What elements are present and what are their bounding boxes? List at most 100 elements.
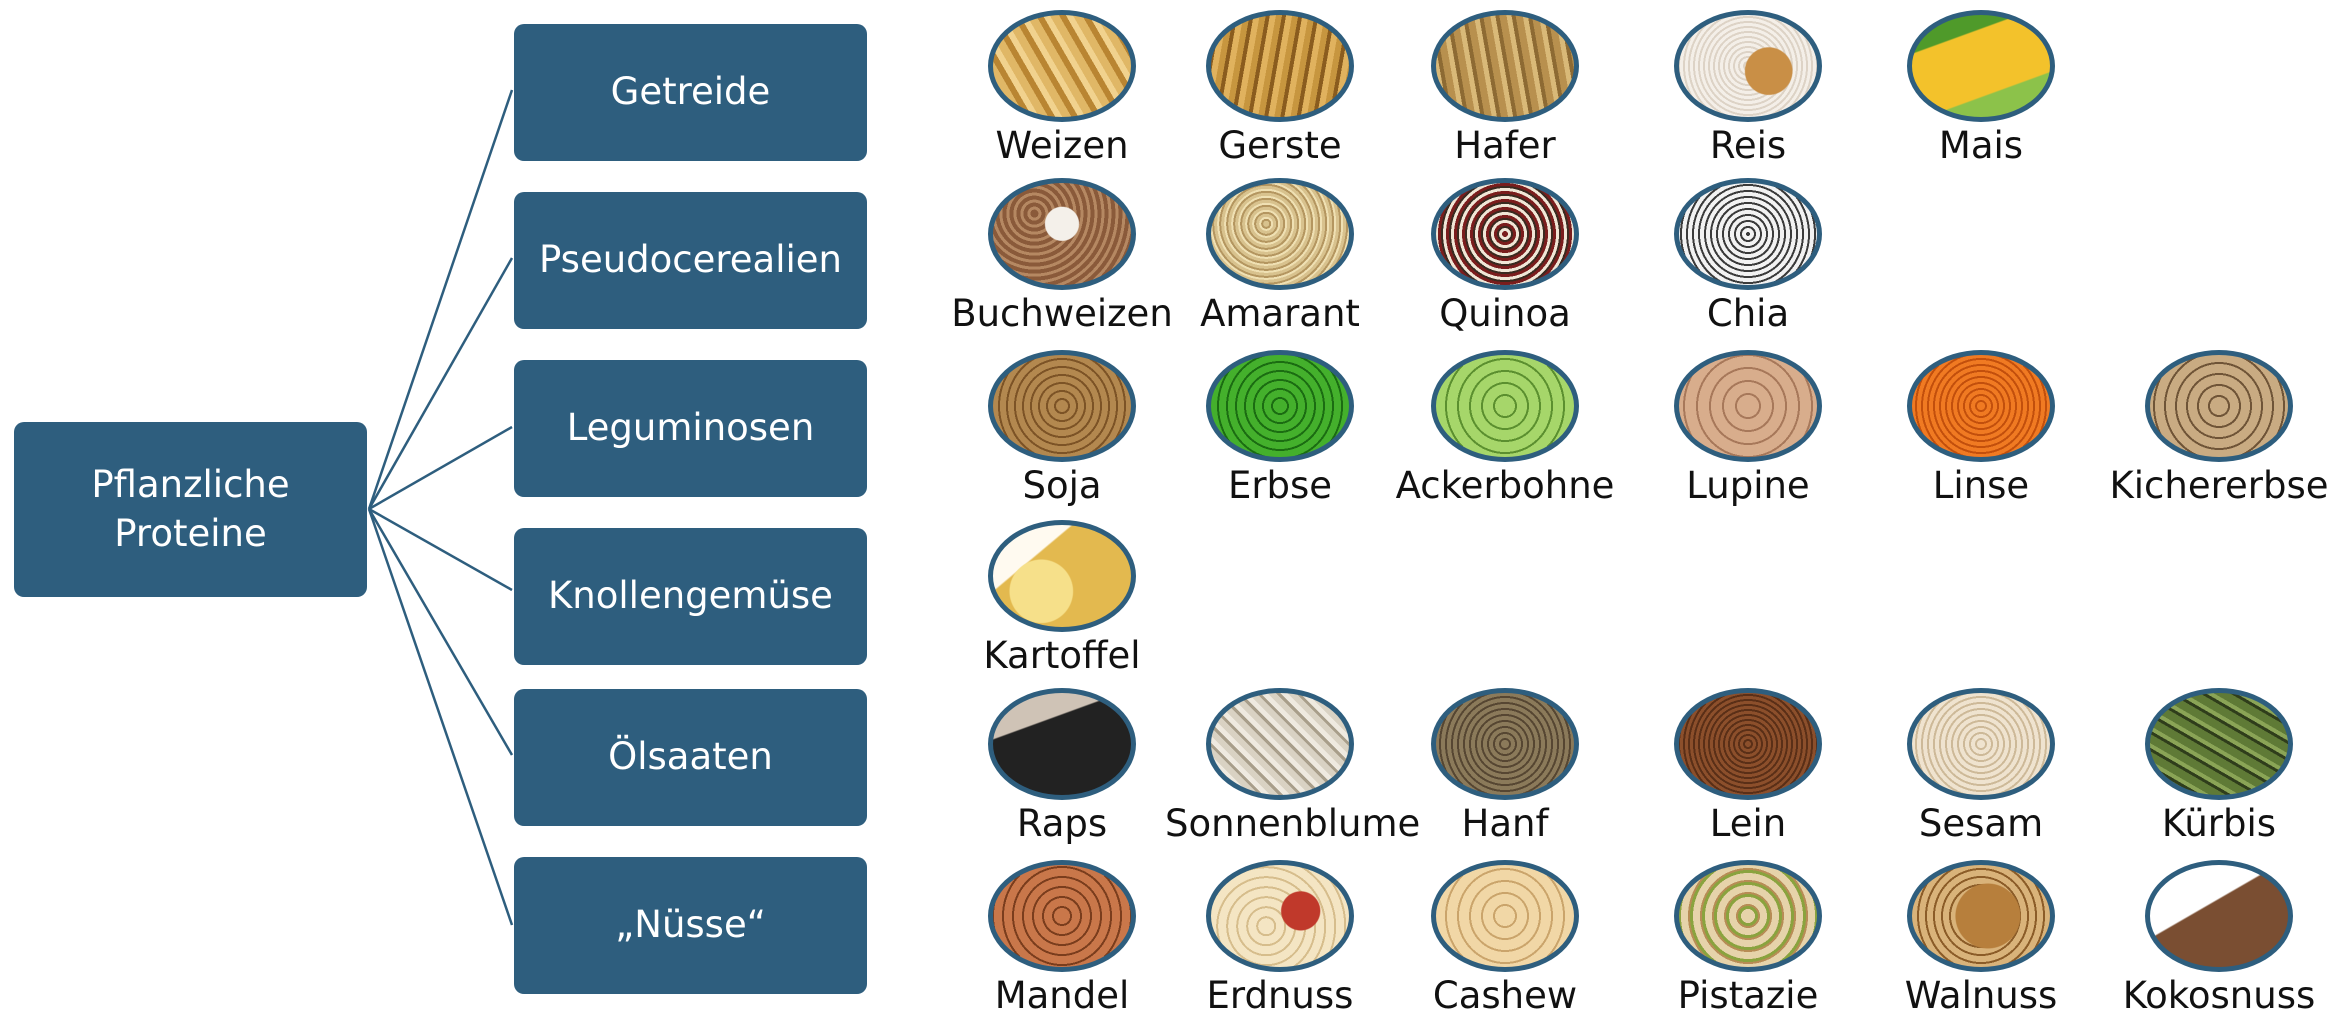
item-label: Erbse [1165, 464, 1395, 507]
item-lein: Lein [1633, 688, 1863, 845]
item-label: Hanf [1390, 802, 1620, 845]
item-label: Kichererbse [2104, 464, 2334, 507]
item-label: Erdnuss [1165, 974, 1395, 1017]
pumpkin-seed-photo [2145, 688, 2293, 800]
rice-photo [1674, 10, 1822, 122]
item-soja: Soja [947, 350, 1177, 507]
item-label: Reis [1633, 124, 1863, 167]
connector-getreide [369, 90, 512, 509]
item-label: Gerste [1165, 124, 1395, 167]
item-label: Kokosnuss [2104, 974, 2334, 1017]
amaranth-photo [1206, 178, 1354, 290]
item-label: Ackerbohne [1390, 464, 1620, 507]
soy-photo [988, 350, 1136, 462]
item-kokosnuss: Kokosnuss [2104, 860, 2334, 1017]
item-kichererbse: Kichererbse [2104, 350, 2334, 507]
item-sonnenblume: Sonnenblume [1165, 688, 1395, 845]
sunflower-seed-photo [1206, 688, 1354, 800]
item-walnuss: Walnuss [1866, 860, 2096, 1017]
item-raps: Raps [947, 688, 1177, 845]
pistachio-photo [1674, 860, 1822, 972]
category-getreide: Getreide [514, 24, 867, 161]
connector-knollengemuese [369, 509, 512, 590]
item-chia: Chia [1633, 178, 1863, 335]
category-label: Knollengemüse [548, 572, 833, 620]
category-oelsaaten: Ölsaaten [514, 689, 867, 826]
item-label: Lupine [1633, 464, 1863, 507]
hemp-seed-photo [1431, 688, 1579, 800]
oat-photo [1431, 10, 1579, 122]
item-label: Buchweizen [947, 292, 1177, 335]
buckwheat-photo [988, 178, 1136, 290]
category-label: „Nüsse“ [615, 901, 766, 949]
item-label: Chia [1633, 292, 1863, 335]
rapeseed-photo [988, 688, 1136, 800]
item-label: Kürbis [2104, 802, 2334, 845]
item-label: Lein [1633, 802, 1863, 845]
item-label: Hafer [1390, 124, 1620, 167]
barley-photo [1206, 10, 1354, 122]
item-hafer: Hafer [1390, 10, 1620, 167]
almond-photo [988, 860, 1136, 972]
item-label: Mais [1866, 124, 2096, 167]
category-leguminosen: Leguminosen [514, 360, 867, 497]
item-label: Quinoa [1390, 292, 1620, 335]
lupin-photo [1674, 350, 1822, 462]
category-label: Getreide [611, 68, 771, 116]
root-node: Pflanzliche Proteine [14, 422, 367, 597]
item-label: Sonnenblume [1165, 802, 1395, 845]
item-mandel: Mandel [947, 860, 1177, 1017]
item-weizen: Weizen [947, 10, 1177, 167]
corn-photo [1907, 10, 2055, 122]
item-buchweizen: Buchweizen [947, 178, 1177, 335]
item-label: Walnuss [1866, 974, 2096, 1017]
category-label: Leguminosen [567, 404, 815, 452]
wheat-photo [988, 10, 1136, 122]
item-gerste: Gerste [1165, 10, 1395, 167]
sesame-photo [1907, 688, 2055, 800]
broad-bean-photo [1431, 350, 1579, 462]
item-quinoa: Quinoa [1390, 178, 1620, 335]
item-linse: Linse [1866, 350, 2096, 507]
item-label: Kartoffel [947, 634, 1177, 677]
quinoa-photo [1431, 178, 1579, 290]
item-label: Linse [1866, 464, 2096, 507]
item-mais: Mais [1866, 10, 2096, 167]
item-kartoffel: Kartoffel [947, 520, 1177, 677]
cashew-photo [1431, 860, 1579, 972]
category-nuesse: „Nüsse“ [514, 857, 867, 994]
item-lupine: Lupine [1633, 350, 1863, 507]
flaxseed-photo [1674, 688, 1822, 800]
item-sesam: Sesam [1866, 688, 2096, 845]
item-ackerbohne: Ackerbohne [1390, 350, 1620, 507]
category-pseudocerealien: Pseudocerealien [514, 192, 867, 329]
category-label: Pseudocerealien [539, 236, 842, 284]
peanut-photo [1206, 860, 1354, 972]
item-reis: Reis [1633, 10, 1863, 167]
item-erdnuss: Erdnuss [1165, 860, 1395, 1017]
category-label: Ölsaaten [608, 733, 773, 781]
item-pistazie: Pistazie [1633, 860, 1863, 1017]
item-label: Soja [947, 464, 1177, 507]
item-erbse: Erbse [1165, 350, 1395, 507]
pea-photo [1206, 350, 1354, 462]
chia-photo [1674, 178, 1822, 290]
item-label: Mandel [947, 974, 1177, 1017]
lentil-photo [1907, 350, 2055, 462]
item-label: Cashew [1390, 974, 1620, 1017]
item-cashew: Cashew [1390, 860, 1620, 1017]
item-label: Raps [947, 802, 1177, 845]
root-node-label: Pflanzliche Proteine [91, 461, 289, 557]
item-kuerbis: Kürbis [2104, 688, 2334, 845]
item-label: Sesam [1866, 802, 2096, 845]
category-knollengemuese: Knollengemüse [514, 528, 867, 665]
item-label: Pistazie [1633, 974, 1863, 1017]
item-amarant: Amarant [1165, 178, 1395, 335]
item-hanf: Hanf [1390, 688, 1620, 845]
connector-leguminosen [369, 427, 512, 509]
coconut-photo [2145, 860, 2293, 972]
chickpea-photo [2145, 350, 2293, 462]
walnut-photo [1907, 860, 2055, 972]
potato-photo [988, 520, 1136, 632]
item-label: Amarant [1165, 292, 1395, 335]
